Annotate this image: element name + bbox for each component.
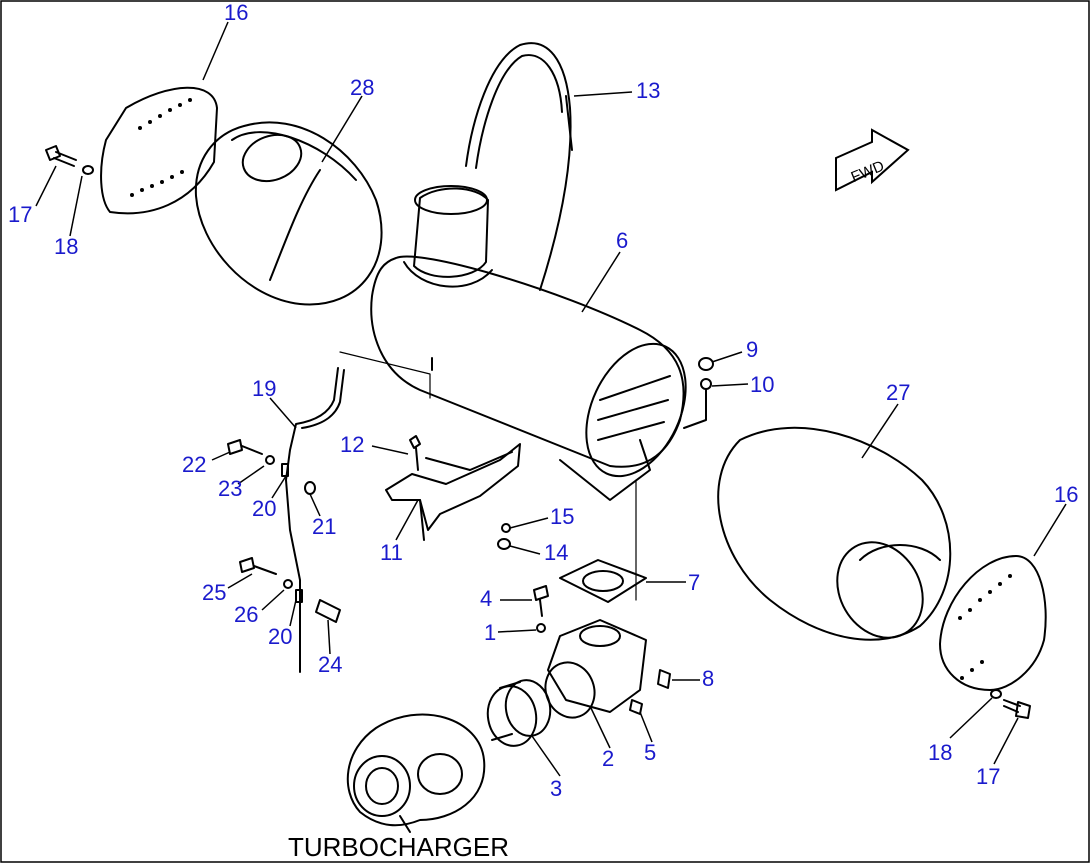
callout-18: 18: [54, 234, 78, 259]
callout-23: 23: [218, 476, 242, 501]
part-lower-fasteners: [239, 557, 341, 623]
callout-labels: 16 28 13 17 18 6 9 10 27 19 12 22 23 20 …: [8, 0, 1078, 801]
callout-24: 24: [318, 652, 342, 677]
turbocharger-caption: TURBOCHARGER: [288, 832, 509, 862]
callout-4: 4: [480, 586, 492, 611]
callout-19: 19: [252, 376, 276, 401]
callout-20-lower: 20: [268, 624, 292, 649]
callout-1: 1: [484, 620, 496, 645]
callout-20: 20: [252, 496, 276, 521]
callout-7: 7: [688, 570, 700, 595]
part-gasket: [559, 559, 647, 603]
callout-25: 25: [202, 580, 226, 605]
callout-9: 9: [746, 337, 758, 362]
callout-2: 2: [602, 746, 614, 771]
part-nut-fitting: [683, 357, 714, 429]
callout-22: 22: [182, 452, 206, 477]
callout-17-right: 17: [976, 764, 1000, 789]
part-turbocharger: [346, 713, 486, 833]
callout-21: 21: [312, 514, 336, 539]
part-clamp-hose: [486, 679, 552, 747]
part-bolt-washer-right: [990, 689, 1031, 719]
part-rod-assembly: [227, 367, 345, 673]
callout-12: 12: [340, 432, 364, 457]
part-hose-loop: [465, 42, 573, 291]
callout-26: 26: [234, 602, 258, 627]
part-bolt-nut-center: [533, 585, 549, 633]
part-bracket: [385, 435, 521, 550]
callout-14: 14: [544, 540, 568, 565]
part-cylinder-cover-right: [717, 426, 952, 641]
part-cover-plate-left: [100, 86, 218, 215]
callout-13: 13: [636, 78, 660, 103]
callout-27: 27: [886, 380, 910, 405]
callout-8: 8: [702, 666, 714, 691]
callout-15: 15: [550, 504, 574, 529]
callout-17: 17: [8, 202, 32, 227]
part-bolt-washer-left: [45, 145, 94, 175]
part-drawings: [45, 42, 1047, 833]
callout-3: 3: [550, 776, 562, 801]
callout-10: 10: [750, 372, 774, 397]
part-cylinder-cover-left: [194, 121, 383, 306]
callout-11: 11: [380, 540, 403, 565]
part-cover-plate-right: [939, 555, 1047, 691]
connection-line-upper: [339, 351, 431, 399]
callout-16-right: 16: [1054, 482, 1078, 507]
leader-lines: [35, 21, 1067, 777]
callout-16: 16: [224, 0, 248, 25]
callout-5: 5: [644, 740, 656, 765]
part-air-cleaner-body: [370, 185, 687, 501]
callout-6: 6: [616, 228, 628, 253]
callout-18-right: 18: [928, 740, 952, 765]
callout-28: 28: [350, 75, 374, 100]
